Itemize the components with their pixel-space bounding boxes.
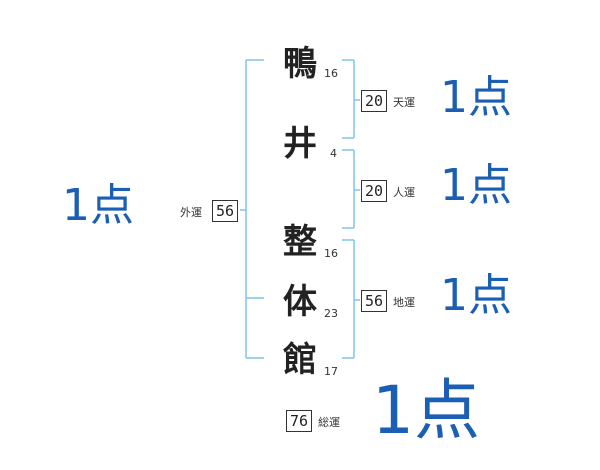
chi-label: 地運 bbox=[393, 296, 415, 309]
sou-label: 総運 bbox=[318, 416, 340, 429]
jin-label: 人運 bbox=[393, 186, 415, 199]
stroke-count-5: 17 bbox=[324, 365, 338, 378]
name-char-3: 整 bbox=[283, 222, 317, 262]
chi-value-box: 56 bbox=[361, 290, 387, 312]
ten-label: 天運 bbox=[393, 96, 415, 109]
sou-score: 1点 bbox=[372, 372, 480, 449]
name-char-4: 体 bbox=[283, 282, 317, 322]
jin-score: 1点 bbox=[440, 160, 512, 211]
name-char-1: 鴨 bbox=[283, 44, 317, 84]
gai-label: 外運 bbox=[180, 206, 202, 219]
gai-value-box: 56 bbox=[212, 200, 238, 222]
gai-score: 1点 bbox=[62, 180, 134, 231]
stroke-count-1: 16 bbox=[324, 67, 338, 80]
name-char-2: 井 bbox=[283, 124, 317, 164]
ten-score: 1点 bbox=[440, 72, 512, 123]
stroke-count-2: 4 bbox=[330, 147, 337, 160]
ten-value-box: 20 bbox=[361, 90, 387, 112]
stroke-count-3: 16 bbox=[324, 247, 338, 260]
chi-score: 1点 bbox=[440, 270, 512, 321]
name-char-5: 館 bbox=[283, 340, 317, 380]
jin-value-box: 20 bbox=[361, 180, 387, 202]
sou-value-box: 76 bbox=[286, 410, 312, 432]
stroke-count-4: 23 bbox=[324, 307, 338, 320]
